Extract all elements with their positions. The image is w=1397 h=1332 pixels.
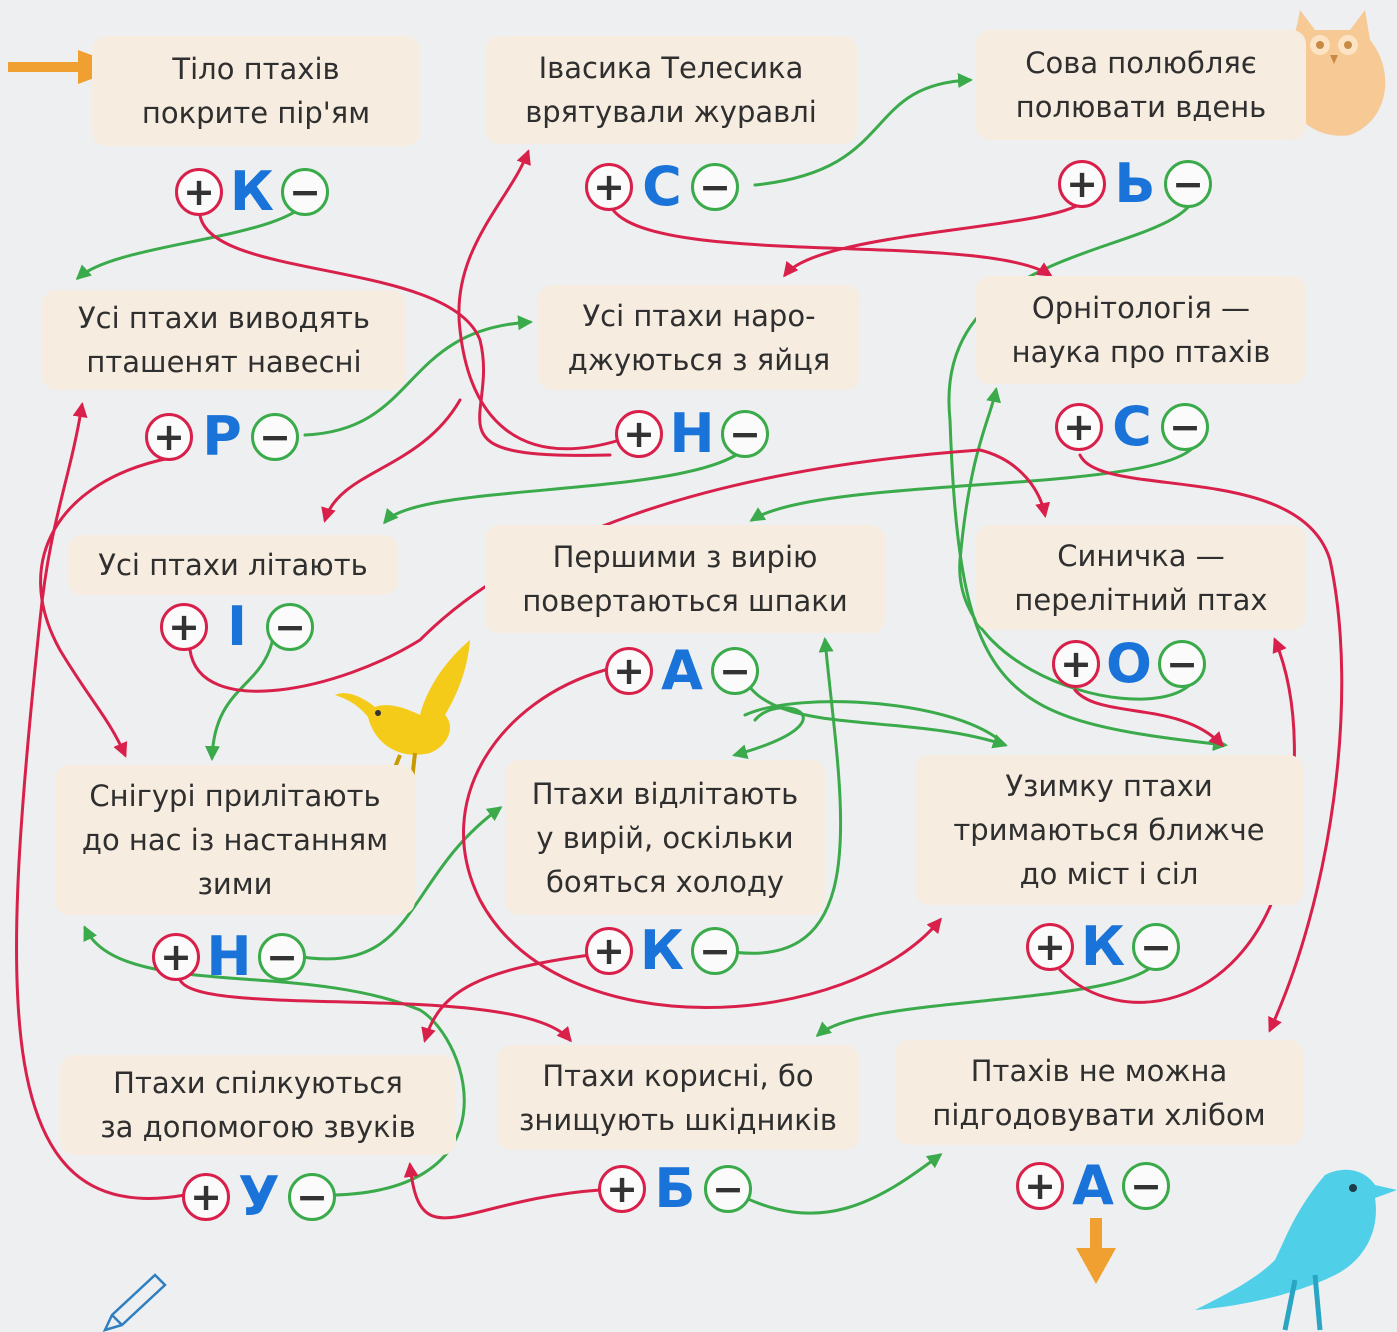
- answer-letter-s1: К: [229, 160, 275, 223]
- true-option-s15[interactable]: +: [1016, 1162, 1064, 1210]
- statement-card-s1: Тіло птахів покрите пір'ям: [92, 36, 420, 146]
- choice-node-s4: + Р −: [145, 408, 299, 466]
- bird-yellow-icon: [335, 640, 470, 781]
- answer-letter-s4: Р: [202, 405, 242, 468]
- answer-letter-s12: К: [1080, 915, 1126, 978]
- choice-node-s14: + Б −: [598, 1160, 752, 1218]
- false-option-s11[interactable]: −: [691, 927, 739, 975]
- answer-letter-s10: Н: [206, 925, 252, 988]
- choice-node-s11: + К −: [585, 922, 739, 980]
- answer-letter-s3: Ь: [1114, 152, 1156, 215]
- false-option-s15[interactable]: −: [1122, 1162, 1170, 1210]
- false-option-s8[interactable]: −: [711, 647, 759, 695]
- answer-letter-s15: А: [1072, 1154, 1114, 1217]
- answer-letter-s9: О: [1106, 632, 1152, 695]
- choice-node-s10: + Н −: [152, 928, 306, 986]
- choice-node-s3: + Ь −: [1058, 155, 1212, 213]
- owl-icon: [1287, 10, 1386, 136]
- statement-card-s12: Узимку птахи тримаються ближче до міст і…: [915, 755, 1303, 905]
- choice-node-s5: + Н −: [615, 405, 769, 463]
- true-option-s14[interactable]: +: [598, 1165, 646, 1213]
- false-option-s4[interactable]: −: [251, 413, 299, 461]
- statement-card-s4: Усі птахи виводять пташенят навесні: [42, 290, 406, 390]
- true-option-s13[interactable]: +: [182, 1173, 230, 1221]
- choice-node-s12: + К −: [1026, 918, 1180, 976]
- false-option-s1[interactable]: −: [281, 168, 329, 216]
- answer-letter-s13: У: [238, 1165, 280, 1228]
- true-option-s12[interactable]: +: [1026, 923, 1074, 971]
- choice-node-s15: + А −: [1016, 1157, 1170, 1215]
- false-option-s14[interactable]: −: [704, 1165, 752, 1213]
- statement-card-s2: Івасика Телесика врятували журавлі: [485, 36, 857, 144]
- choice-node-s8: + А −: [605, 642, 759, 700]
- answer-letter-s7: І: [226, 595, 248, 658]
- pencil-icon: [102, 1273, 167, 1332]
- true-option-s1[interactable]: +: [175, 168, 223, 216]
- statement-card-s5: Усі птахи наро- джуються з яйця: [538, 285, 860, 390]
- true-option-s10[interactable]: +: [152, 933, 200, 981]
- statement-card-s9: Синичка — перелітний птах: [976, 525, 1306, 630]
- end-arrow-icon: [1076, 1218, 1116, 1284]
- false-option-s3[interactable]: −: [1164, 160, 1212, 208]
- statement-card-s15: Птахів не можна підгодовувати хлібом: [895, 1040, 1303, 1145]
- true-option-s9[interactable]: +: [1052, 640, 1100, 688]
- true-option-s7[interactable]: +: [160, 603, 208, 651]
- false-option-s5[interactable]: −: [721, 410, 769, 458]
- statement-card-s7: Усі птахи літають: [68, 535, 398, 595]
- answer-letter-s6: С: [1112, 395, 1152, 458]
- statement-card-s3: Сова полюбляє полювати вдень: [976, 30, 1306, 140]
- statement-card-s8: Першими з вирію повертаються шпаки: [485, 525, 885, 633]
- crow-icon: [1195, 1169, 1397, 1331]
- statement-card-s14: Птахи корисні, бо знищують шкідників: [497, 1045, 859, 1150]
- choice-node-s13: + У −: [182, 1168, 336, 1226]
- answer-letter-s11: К: [639, 919, 685, 982]
- statement-card-s13: Птахи спілкуються за допомогою звуків: [60, 1055, 456, 1155]
- true-option-s3[interactable]: +: [1058, 160, 1106, 208]
- true-option-s8[interactable]: +: [605, 647, 653, 695]
- choice-node-s6: + С −: [1055, 398, 1209, 456]
- answer-letter-s5: Н: [669, 402, 715, 465]
- true-option-s11[interactable]: +: [585, 927, 633, 975]
- false-option-s10[interactable]: −: [258, 933, 306, 981]
- answer-letter-s14: Б: [654, 1157, 696, 1220]
- false-option-s2[interactable]: −: [691, 163, 739, 211]
- false-option-s9[interactable]: −: [1158, 640, 1206, 688]
- answer-letter-s2: С: [642, 155, 682, 218]
- choice-node-s1: + К −: [175, 163, 329, 221]
- choice-node-s9: + О −: [1052, 635, 1206, 693]
- false-option-s7[interactable]: −: [266, 603, 314, 651]
- answer-letter-s8: А: [661, 639, 703, 702]
- choice-node-s2: + С −: [585, 158, 739, 216]
- true-option-s4[interactable]: +: [145, 413, 193, 461]
- statement-card-s6: Орнітологія — наука про птахів: [976, 276, 1306, 384]
- false-option-s6[interactable]: −: [1161, 403, 1209, 451]
- statement-card-s11: Птахи відлітають у вирій, оскільки боять…: [505, 760, 825, 915]
- statement-card-s10: Снігурі прилітають до нас із настанням з…: [55, 765, 415, 915]
- false-option-s13[interactable]: −: [288, 1173, 336, 1221]
- true-option-s5[interactable]: +: [615, 410, 663, 458]
- false-option-s12[interactable]: −: [1132, 923, 1180, 971]
- choice-node-s7: + І −: [160, 598, 314, 656]
- true-option-s2[interactable]: +: [585, 163, 633, 211]
- true-option-s6[interactable]: +: [1055, 403, 1103, 451]
